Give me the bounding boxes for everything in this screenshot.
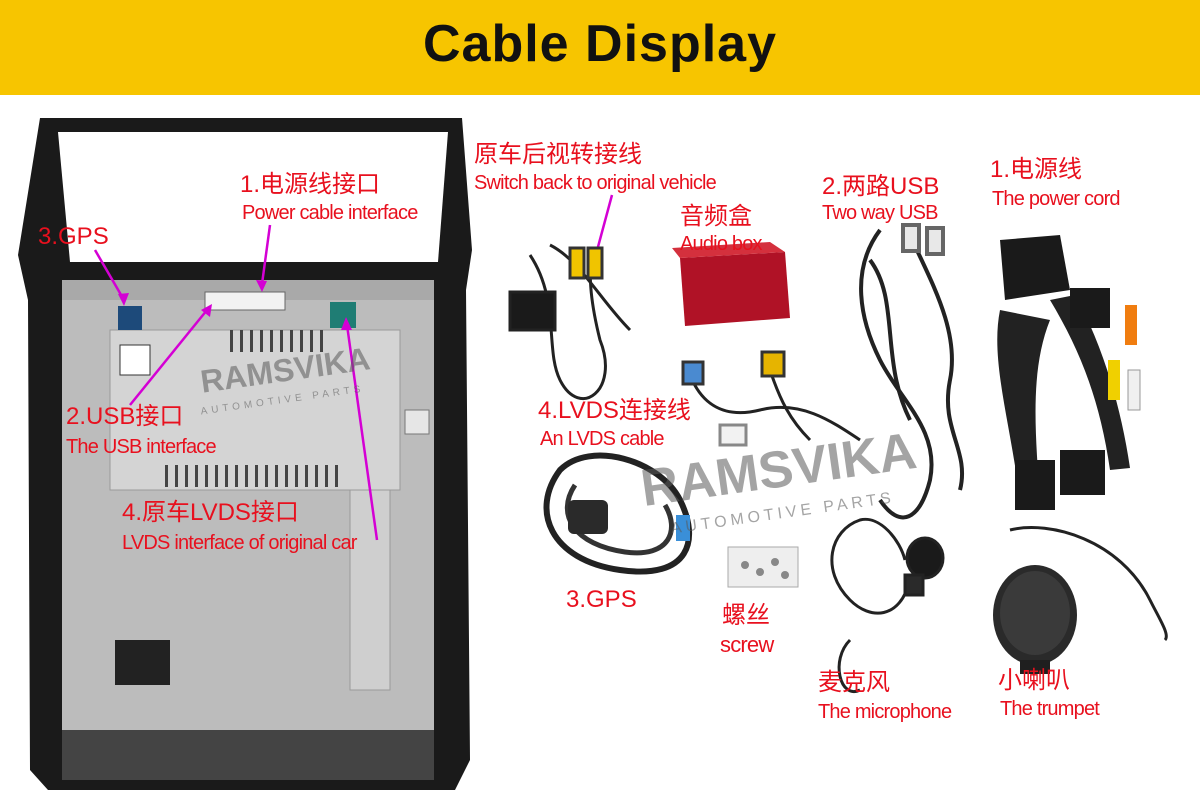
label-lvds-cable-en: An LVDS cable xyxy=(540,428,665,450)
lvds-cable xyxy=(681,350,861,447)
label-power-interface-en: Power cable interface xyxy=(242,202,418,224)
label-gps-right: 3.GPS xyxy=(566,586,637,613)
label-usb-interface-cn: 2.USB接口 xyxy=(66,403,184,430)
label-power-interface-cn: 1.电源线接口 xyxy=(240,171,381,198)
label-audio-box-en: Audio box xyxy=(680,233,763,255)
label-microphone-cn: 麦克风 xyxy=(818,669,890,696)
label-lvds-interface-en: LVDS interface of original car xyxy=(122,532,357,554)
label-trumpet-en: The trumpet xyxy=(1000,698,1100,720)
label-screw-en: screw xyxy=(720,632,774,657)
label-two-way-usb-cn: 2.两路USB xyxy=(822,173,940,200)
audio-box xyxy=(672,242,790,326)
label-power-cord-en: The power cord xyxy=(992,188,1121,210)
screws-bag xyxy=(727,546,799,588)
trumpet-speaker xyxy=(993,526,1168,674)
title-banner: Cable Display xyxy=(0,0,1200,95)
label-gps-left: 3.GPS xyxy=(38,223,109,250)
switch-back-cable xyxy=(508,243,632,400)
two-way-usb-cable xyxy=(859,223,965,520)
gps-antenna xyxy=(543,452,693,575)
page-title: Cable Display xyxy=(422,15,778,73)
microphone xyxy=(830,517,945,694)
label-switch-back-en: Switch back to original vehicle xyxy=(474,172,717,194)
label-microphone-en: The microphone xyxy=(818,701,952,723)
product-photo xyxy=(18,118,1168,790)
label-lvds-cable-cn: 4.LVDS连接线 xyxy=(538,397,691,424)
power-cord-harness xyxy=(997,235,1141,510)
label-screw-cn: 螺丝 xyxy=(722,602,770,629)
label-two-way-usb-en: Two way USB xyxy=(822,202,938,224)
label-lvds-interface-cn: 4.原车LVDS接口 xyxy=(122,499,299,526)
label-switch-back-cn: 原车后视转接线 xyxy=(474,141,642,168)
label-power-cord-cn: 1.电源线 xyxy=(990,156,1083,183)
label-audio-box-cn: 音频盒 xyxy=(680,203,752,230)
label-usb-interface-en: The USB interface xyxy=(66,436,217,458)
label-trumpet-cn: 小喇叭 xyxy=(998,667,1070,694)
